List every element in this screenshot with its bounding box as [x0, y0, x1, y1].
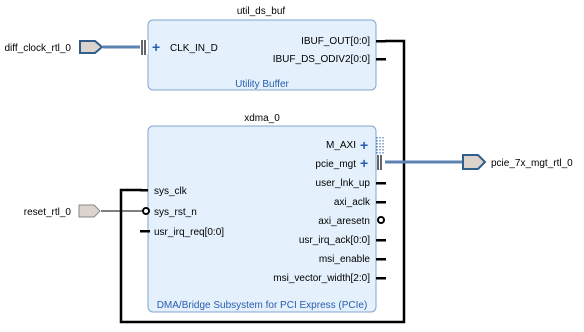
- m-axi-bus-pin[interactable]: [376, 137, 384, 155]
- reset-port-arrow-icon[interactable]: [78, 204, 101, 218]
- diff-clock-port-arrow-icon[interactable]: [79, 40, 104, 54]
- m-axi-label: M_AXI: [326, 140, 356, 151]
- axi-aresetn-label: axi_aresetn: [318, 216, 370, 227]
- msi-enable-pin[interactable]: [376, 258, 386, 261]
- ibuf-out-label: IBUF_OUT[0:0]: [301, 36, 370, 47]
- msi-vector-width-pin[interactable]: [376, 277, 386, 280]
- ibuf-out-pin[interactable]: [376, 40, 386, 43]
- util-ds-buf-body[interactable]: [147, 19, 377, 91]
- diff-clock-port[interactable]: diff_clock_rtl_0: [4, 40, 104, 54]
- xdma-title: xdma_0: [244, 113, 280, 124]
- xdma-body[interactable]: [147, 125, 377, 313]
- sys-rst-n-label: sys_rst_n: [154, 207, 197, 218]
- pcie-mgt-bus-pin[interactable]: [377, 155, 382, 170]
- pcie-mgt-port[interactable]: pcie_7x_mgt_rtl_0: [462, 154, 573, 170]
- clk-in-d-label: CLK_IN_D: [170, 43, 218, 54]
- wire-ibuf-out-to-sys-clk[interactable]: [119, 39, 406, 324]
- user-lnk-up-pin[interactable]: [376, 182, 386, 185]
- usr-irq-req-pin[interactable]: [140, 230, 150, 233]
- pcie-mgt-label: pcie_mgt: [315, 159, 356, 170]
- util-ds-buf-block[interactable]: util_ds_buf Utility Buffer + CLK_IN_D IB…: [140, 6, 386, 91]
- ibuf-ds-odiv2-pin[interactable]: [376, 58, 386, 61]
- usr-irq-ack-pin[interactable]: [376, 239, 386, 242]
- axi-aclk-pin[interactable]: [376, 201, 386, 204]
- reset-port-label: reset_rtl_0: [24, 207, 72, 218]
- util-ds-buf-subtitle: Utility Buffer: [235, 79, 289, 90]
- axi-aresetn-pin[interactable]: [377, 216, 385, 224]
- sys-rst-n-pin[interactable]: [142, 207, 150, 215]
- user-lnk-up-label: user_lnk_up: [316, 178, 371, 189]
- reset-port[interactable]: reset_rtl_0: [24, 204, 101, 218]
- msi-vector-width-label: msi_vector_width[2:0]: [273, 273, 370, 284]
- usr-irq-ack-label: usr_irq_ack[0:0]: [299, 235, 370, 246]
- axi-aclk-label: axi_aclk: [334, 197, 371, 208]
- sys-clk-pin[interactable]: [140, 189, 148, 192]
- xdma-block[interactable]: xdma_0 DMA/Bridge Subsystem for PCI Expr…: [140, 113, 386, 313]
- msi-enable-label: msi_enable: [319, 254, 371, 265]
- clk-in-d-plus-icon[interactable]: +: [152, 39, 160, 55]
- diff-clock-port-label: diff_clock_rtl_0: [4, 43, 71, 54]
- wires: [101, 39, 463, 324]
- util-ds-buf-title: util_ds_buf: [237, 6, 286, 17]
- ibuf-ds-odiv2-label: IBUF_DS_ODIV2[0:0]: [273, 54, 370, 65]
- pcie-mgt-port-arrow-icon[interactable]: [462, 154, 487, 170]
- xdma-subtitle: DMA/Bridge Subsystem for PCI Express (PC…: [157, 300, 368, 311]
- m-axi-plus-icon[interactable]: +: [360, 137, 368, 153]
- usr-irq-req-label: usr_irq_req[0:0]: [154, 227, 224, 238]
- pcie-mgt-plus-icon[interactable]: +: [360, 155, 368, 171]
- pcie-mgt-port-label: pcie_7x_mgt_rtl_0: [491, 158, 573, 169]
- clk-in-d-bus-pin[interactable]: [140, 40, 148, 54]
- sys-clk-label: sys_clk: [154, 186, 188, 197]
